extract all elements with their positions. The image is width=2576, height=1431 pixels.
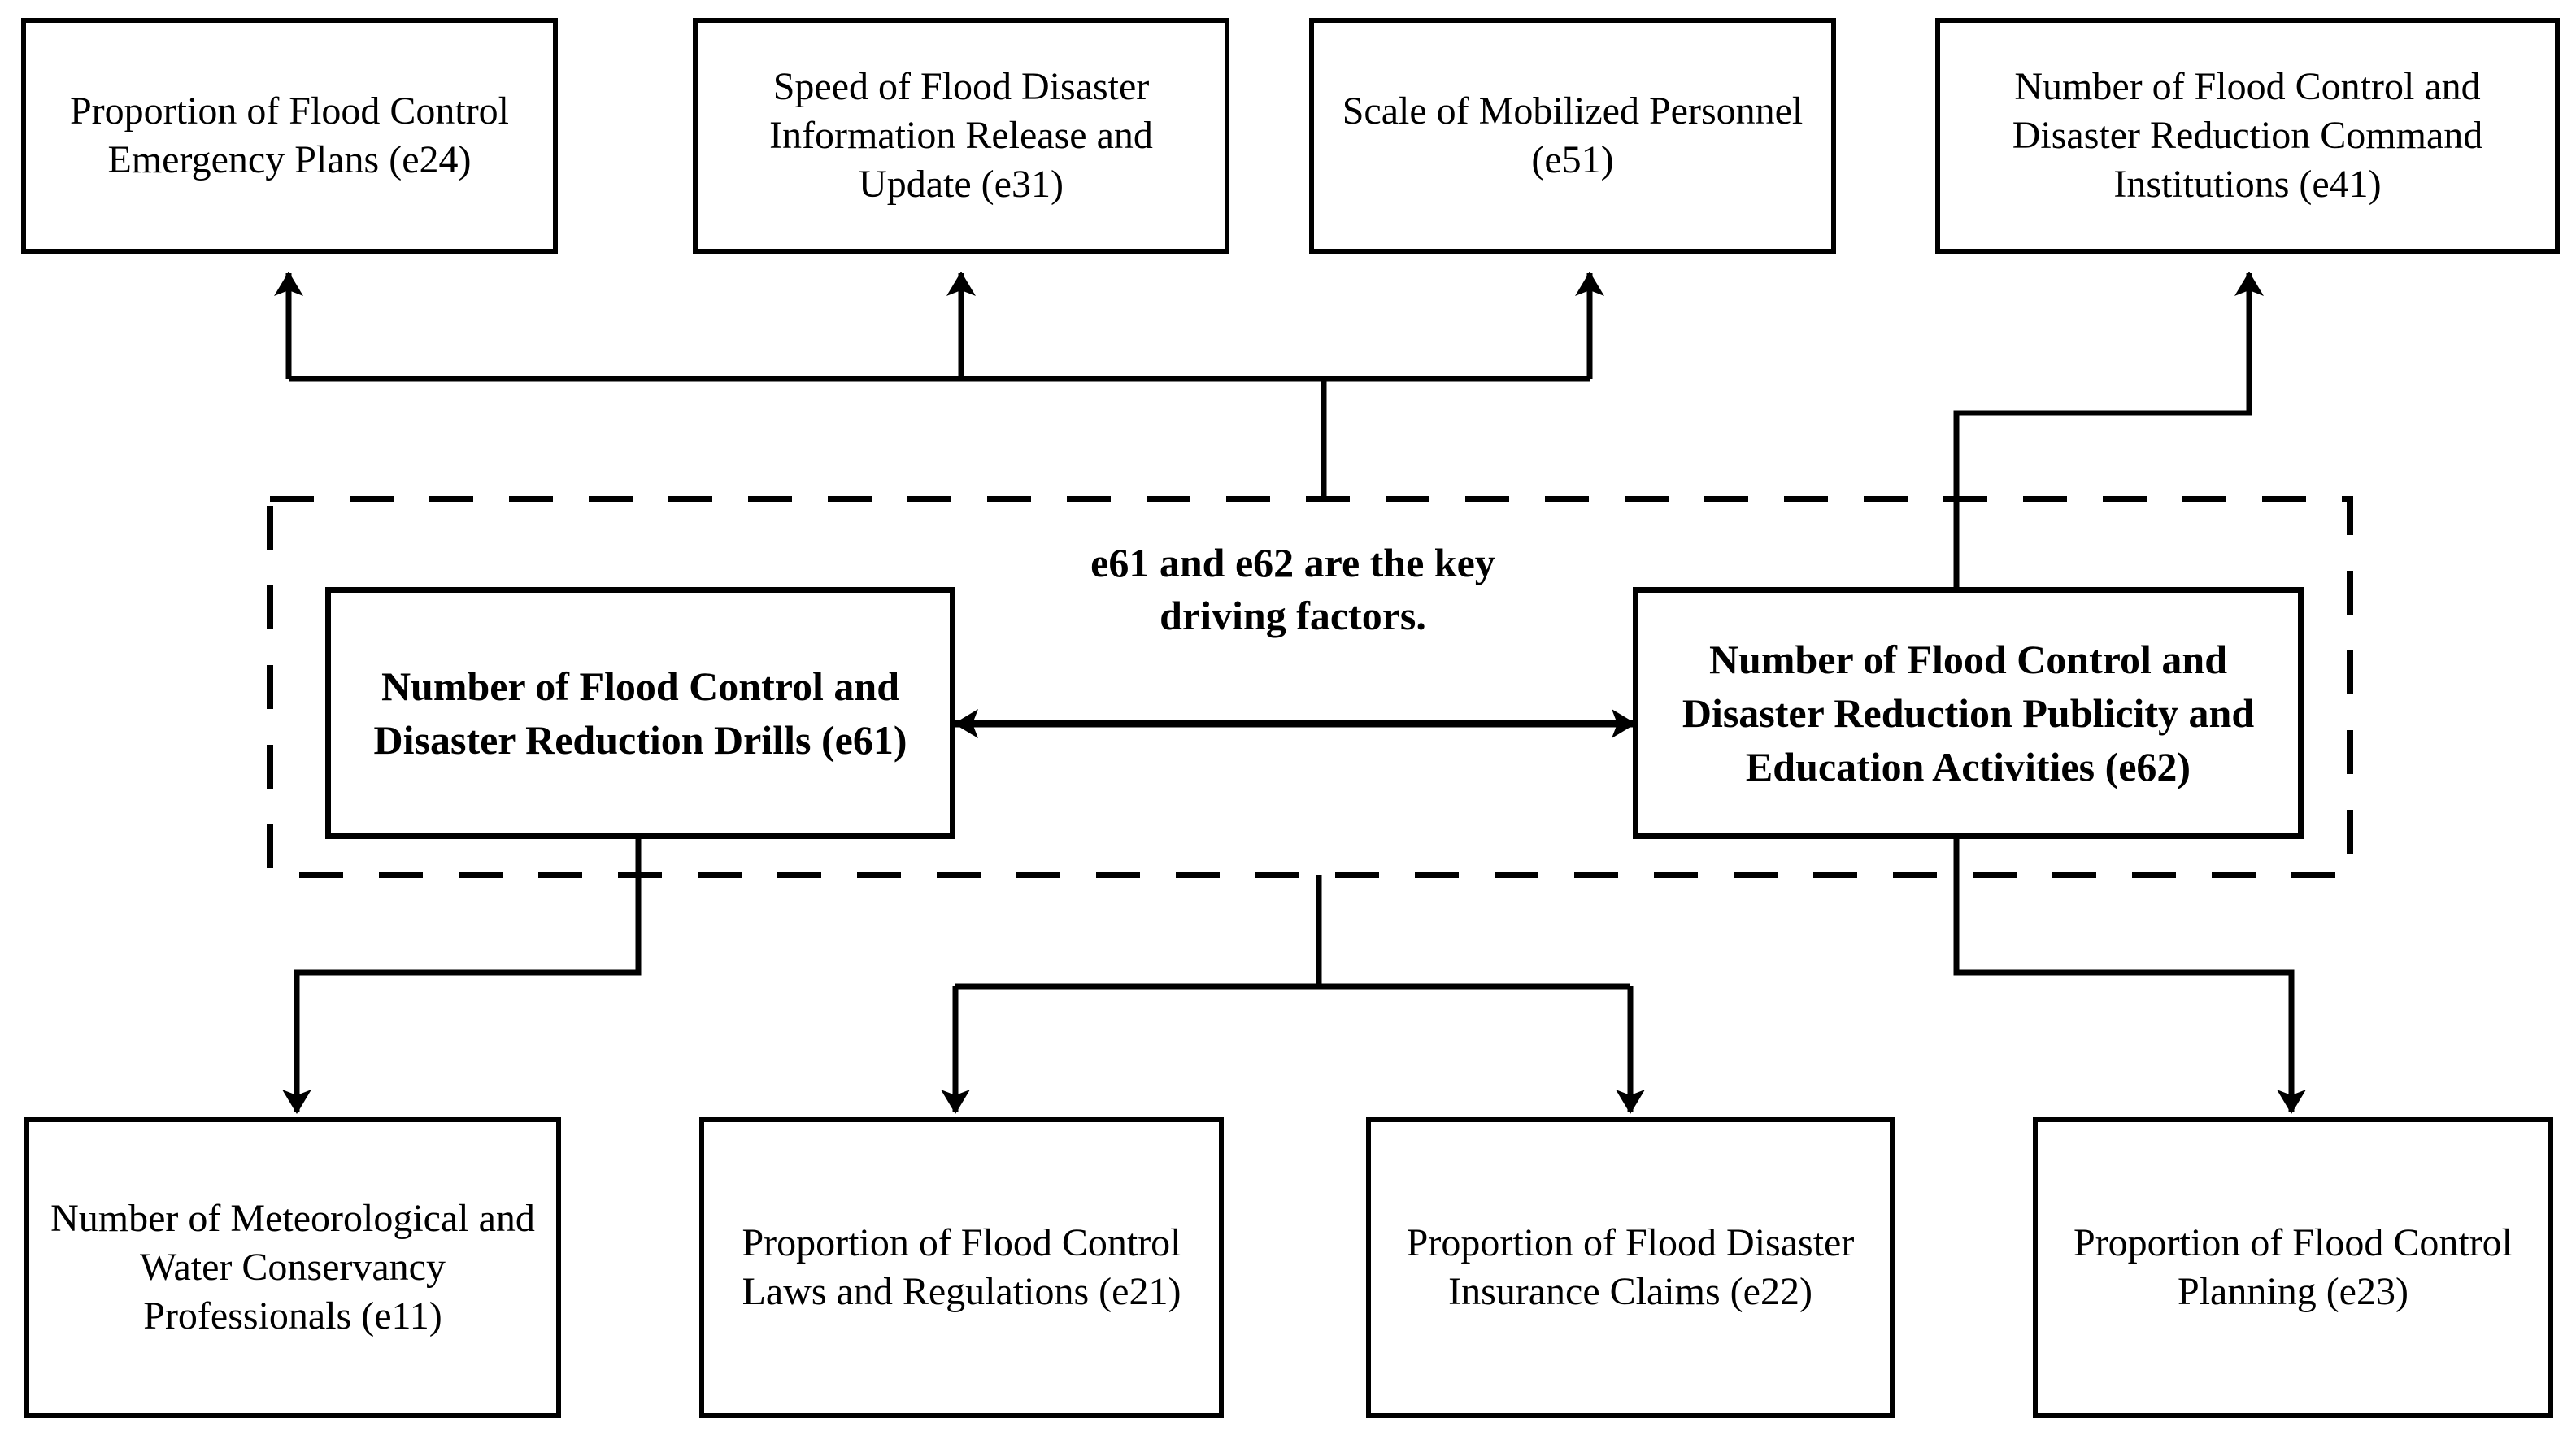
edge-e61-to-e21-e22-stem <box>955 875 1630 990</box>
node-e62[interactable]: Number of Flood Control and Disaster Red… <box>1633 587 2304 839</box>
node-e11[interactable]: Number of Meteorological and Water Conse… <box>24 1117 561 1418</box>
edge-e61-to-e11 <box>282 836 642 1114</box>
node-e41[interactable]: Number of Flood Control and Disaster Red… <box>1935 18 2560 254</box>
node-e61[interactable]: Number of Flood Control and Disaster Red… <box>325 587 955 839</box>
node-e61-label: Number of Flood Control and Disaster Red… <box>373 663 907 763</box>
node-e22-label: Proportion of Flood Disaster Insurance C… <box>1406 1221 1855 1313</box>
node-e24[interactable]: Proportion of Flood Control Emergency Pl… <box>21 18 558 254</box>
node-e62-label: Number of Flood Control and Disaster Red… <box>1682 637 2255 789</box>
node-e21-label: Proportion of Flood Control Laws and Reg… <box>742 1221 1181 1313</box>
node-e31[interactable]: Speed of Flood Disaster Information Rele… <box>693 18 1229 254</box>
node-e23-label: Proportion of Flood Control Planning (e2… <box>2073 1221 2513 1313</box>
key-factor-note: e61 and e62 are the key driving factors. <box>1090 540 1495 638</box>
node-e51[interactable]: Scale of Mobilized Personnel (e51) <box>1309 18 1836 254</box>
edge-e61-upper-bus <box>289 376 1590 499</box>
node-e22[interactable]: Proportion of Flood Disaster Insurance C… <box>1366 1117 1895 1418</box>
node-e23[interactable]: Proportion of Flood Control Planning (e2… <box>2033 1117 2553 1418</box>
node-e41-label: Number of Flood Control and Disaster Red… <box>2012 65 2483 206</box>
node-e31-label: Speed of Flood Disaster Information Rele… <box>769 65 1153 206</box>
node-e11-label: Number of Meteorological and Water Conse… <box>50 1197 535 1337</box>
node-e51-label: Scale of Mobilized Personnel (e51) <box>1342 89 1804 181</box>
node-e21[interactable]: Proportion of Flood Control Laws and Reg… <box>699 1117 1224 1418</box>
node-e24-label: Proportion of Flood Control Emergency Pl… <box>69 89 510 181</box>
edge-e62-to-e23 <box>1953 836 2306 1114</box>
edge-e62-to-e41 <box>1953 272 2264 590</box>
